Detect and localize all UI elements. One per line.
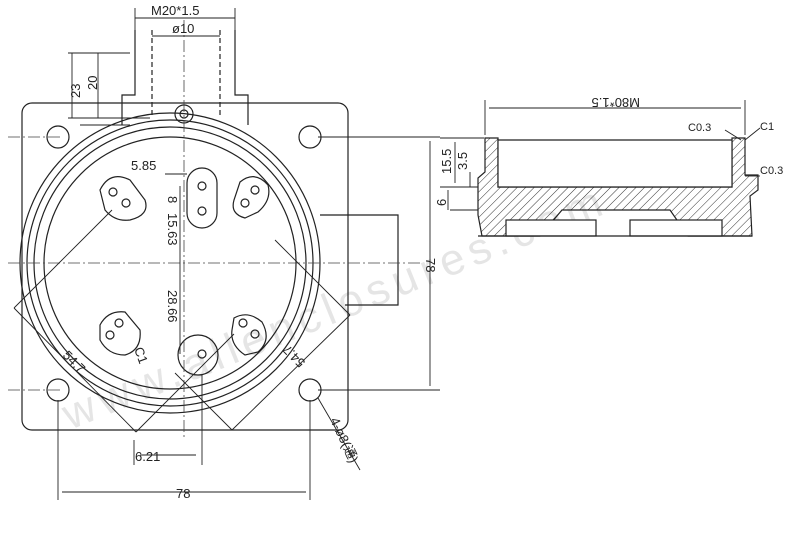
conduit-entry xyxy=(121,30,249,125)
dim-c1: C1 xyxy=(760,121,774,133)
holes-note: 4-ø8(通) xyxy=(327,415,361,465)
section-view-labels: M80*1.5 15.5 3.5 6 C0.3 C1 C0.3 xyxy=(434,95,783,206)
mount-hole-br xyxy=(298,378,322,402)
section-view xyxy=(477,137,759,237)
dim-c0-3-top: C0.3 xyxy=(688,122,711,134)
dim-15-5: 15.5 xyxy=(439,149,454,174)
side-boss xyxy=(320,214,399,306)
lug-tr xyxy=(232,176,270,219)
dim-width-78: 78 xyxy=(176,486,190,501)
top-slot xyxy=(186,167,218,229)
dim-54-7-left: 54.7 xyxy=(60,348,89,377)
flange-outline xyxy=(21,102,349,431)
centerlines xyxy=(8,20,420,440)
lug-bl xyxy=(99,311,141,356)
dim-c0-3-right: C0.3 xyxy=(760,165,783,177)
section-cavity xyxy=(497,139,733,188)
front-view xyxy=(19,30,399,431)
base-recess-left xyxy=(505,219,597,237)
dim-height-78: 78 xyxy=(423,258,438,272)
dim-20: 20 xyxy=(85,76,100,90)
bottom-slot xyxy=(177,334,219,376)
dim-8: 8 xyxy=(165,196,180,203)
lug-tl xyxy=(99,176,147,221)
dim-chamfer-c1: C1 xyxy=(131,345,151,366)
mount-hole-tr xyxy=(298,125,322,149)
base-recess-right xyxy=(629,219,723,237)
dim-6: 6 xyxy=(434,199,449,206)
dim-thread-m80: M80*1.5 xyxy=(592,95,640,110)
dim-3-5: 3.5 xyxy=(455,152,470,170)
dim-28-66: 28.66 xyxy=(165,290,180,323)
dim-6-21: 6.21 xyxy=(135,449,160,464)
mount-hole-tl xyxy=(46,125,70,149)
diagonal-dims xyxy=(13,209,351,433)
dim-bore-dia: ø10 xyxy=(172,21,194,36)
dim-15-63: 15.63 xyxy=(165,213,180,246)
dim-thread-top: M20*1.5 xyxy=(151,3,199,18)
conduit-inner xyxy=(151,30,221,118)
front-view-labels: M20*1.5 ø10 20 23 5.85 8 15.63 28.66 C1 … xyxy=(60,3,438,501)
dimension-lines xyxy=(57,8,440,500)
section-dimension-lines xyxy=(440,100,761,211)
lug-br xyxy=(231,314,267,356)
dim-23: 23 xyxy=(68,84,83,98)
dim-5-85: 5.85 xyxy=(131,158,156,173)
